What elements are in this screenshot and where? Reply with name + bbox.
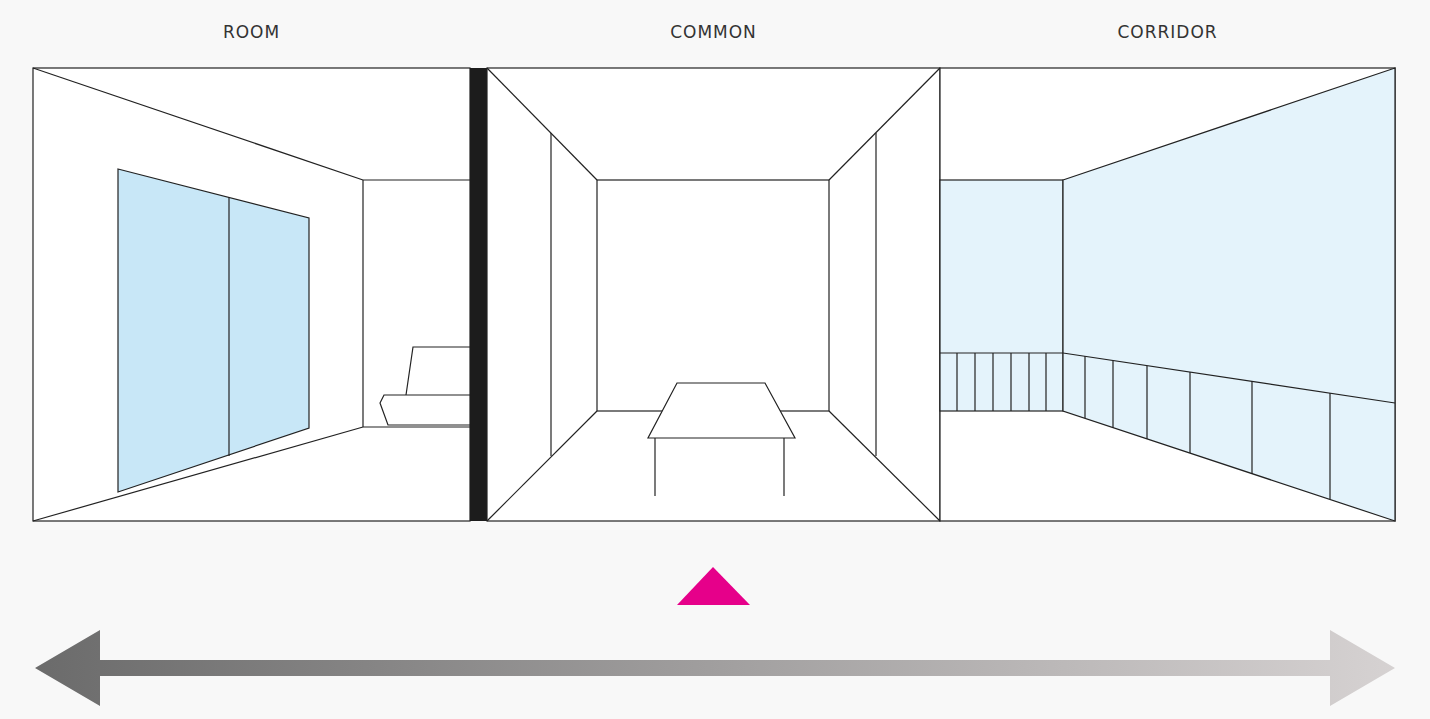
panel-heading: ROOM	[33, 12, 470, 52]
scale-arrow	[35, 630, 1395, 706]
panel-label: CORRIDOR	[1117, 22, 1217, 42]
panel-label: ROOM	[223, 22, 280, 42]
corridor-drawing	[940, 68, 1395, 521]
panel-heading: CORRIDOR	[940, 12, 1395, 52]
common-drawing	[487, 68, 940, 521]
panel-heading: COMMON	[487, 12, 940, 52]
position-marker	[677, 567, 750, 605]
panel-label: COMMON	[670, 22, 757, 42]
room-drawing	[33, 68, 470, 521]
wall-bar	[470, 68, 487, 521]
